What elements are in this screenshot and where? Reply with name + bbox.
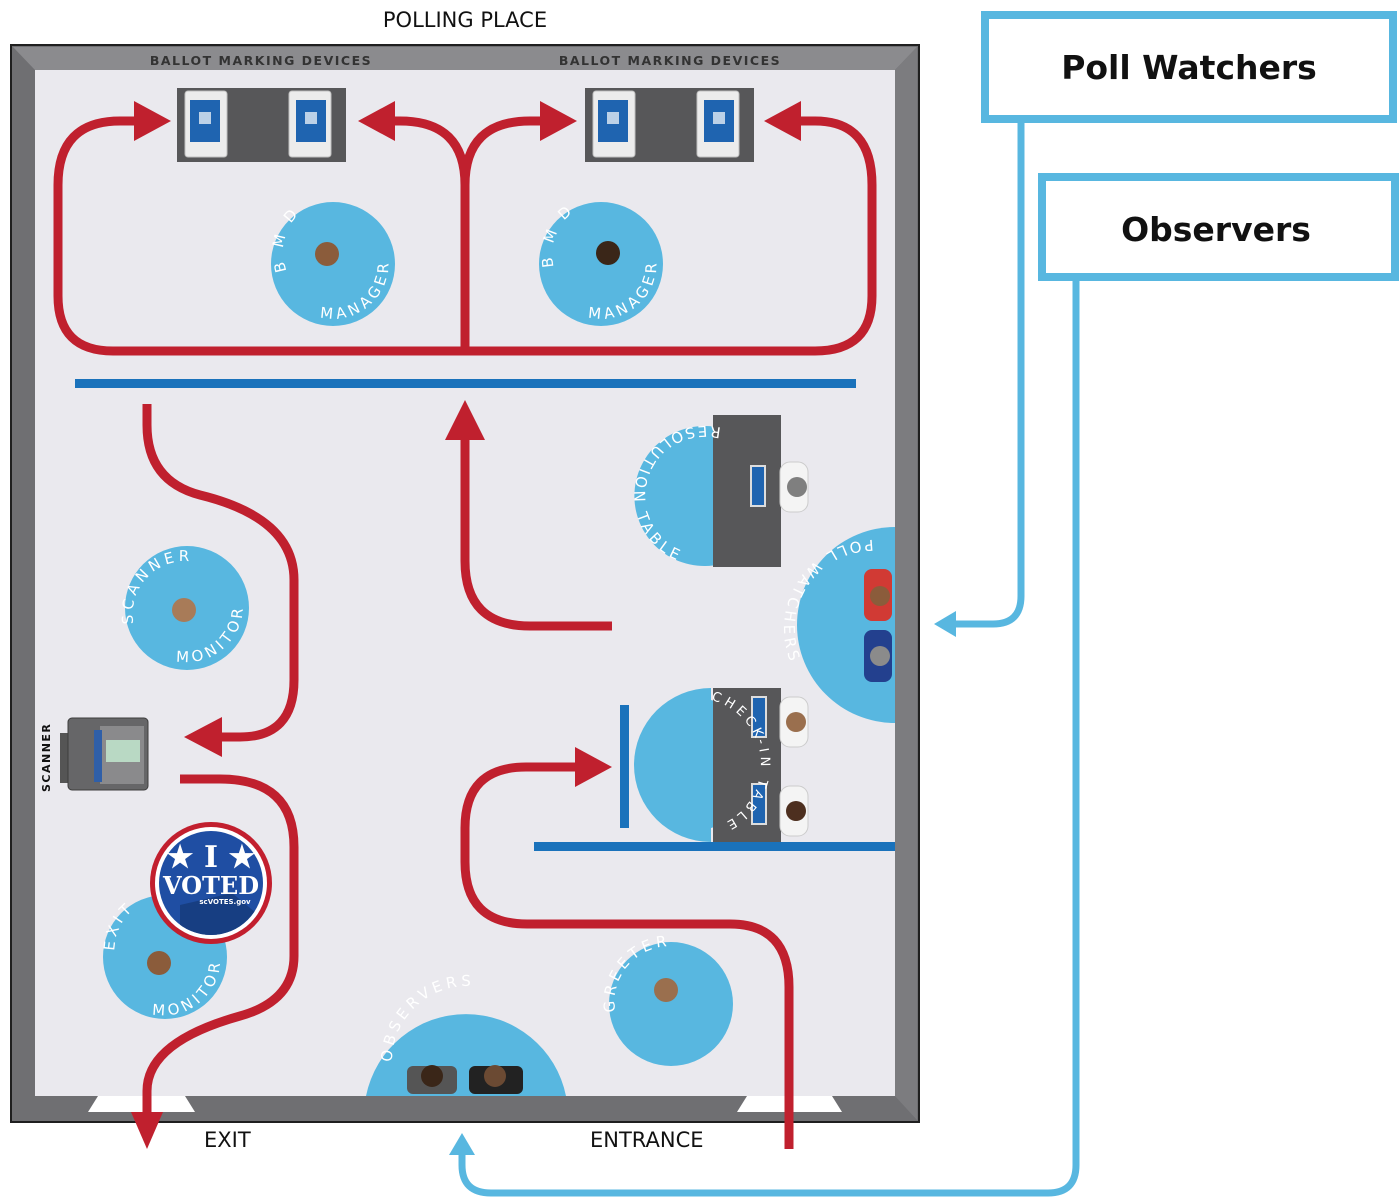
arrow-head [575,747,612,787]
person-icon [596,241,620,265]
poll-watchers-box: Poll Watchers [981,11,1397,123]
greeter-station: GREETER [600,932,733,1066]
route-to-bmd [460,435,612,631]
barrier-line-top [75,379,856,388]
barrier-line-checkin-side [620,705,629,828]
person-icon [147,951,171,975]
computer-monitor-icon [751,783,767,825]
person-icon [172,598,196,622]
bmd-group-left-label: BALLOT MARKING DEVICES [150,53,372,68]
scanner-label: SCANNER [40,723,53,792]
badge-line-2: VOTED [162,871,259,900]
route-to-exit [142,774,299,1113]
person-icon [870,586,890,606]
wall-highlight-right [895,47,917,1120]
arrow-head [358,101,395,141]
resolution-table: RESOLUTION TABLE [630,415,809,567]
arrow-head [449,1133,475,1155]
computer-monitor-icon [751,696,767,738]
person-icon [421,1065,443,1087]
exit-label: EXIT [204,1128,251,1152]
badge-line-1: ★ I ★ [167,840,256,875]
entrance-label: ENTRANCE [590,1128,704,1152]
poll-watchers-connector [955,119,1025,628]
badge-line-3: scVOTES.gov [199,898,251,906]
person-icon [787,477,807,497]
person-icon [870,646,890,666]
poll-watchers-box-label: Poll Watchers [1061,48,1317,87]
person-icon [484,1065,506,1087]
route-from-entrance [460,762,794,1149]
arrow-head [445,400,485,440]
person-icon [786,712,806,732]
person-icon [786,801,806,821]
observers-connector [458,277,1080,1197]
ballot-marking-device [288,90,332,158]
ballot-marking-device [696,90,740,158]
arrow-head [764,101,801,141]
computer-monitor-icon [750,465,766,507]
scanner-device [60,717,149,791]
voter-route [53,101,877,1149]
arrow-head [934,611,956,637]
arrow-head [134,101,171,141]
route-bmd-loop [53,116,877,356]
diagram-title: POLLING PLACE [383,8,547,32]
ballot-marking-device [592,90,636,158]
wall-highlight-top [13,47,917,70]
person-icon [315,242,339,266]
arrow-head [184,717,222,757]
ballot-marking-device [184,90,228,158]
route-to-scanner [142,404,299,742]
bmd-table-left [177,88,346,162]
barrier-line-checkin-bottom [534,842,895,851]
person-icon [654,978,678,1002]
checkin-table [634,688,809,842]
bmd-group-right-label: BALLOT MARKING DEVICES [559,53,781,68]
bmd-table-right [585,88,754,162]
scanner-monitor: SCANNER MONITOR [118,546,249,670]
observers-box-label: Observers [1121,210,1311,249]
i-voted-badge: ★ I ★ VOTED scVOTES.gov [150,822,272,944]
route-bmd-center-right [460,116,553,186]
exit-doorway [88,1096,195,1112]
observers-box: Observers [1038,173,1399,281]
arrow-head [131,1112,163,1149]
arrow-head [540,101,577,141]
bmd-manager-right: B M D MANAGER [538,200,663,326]
